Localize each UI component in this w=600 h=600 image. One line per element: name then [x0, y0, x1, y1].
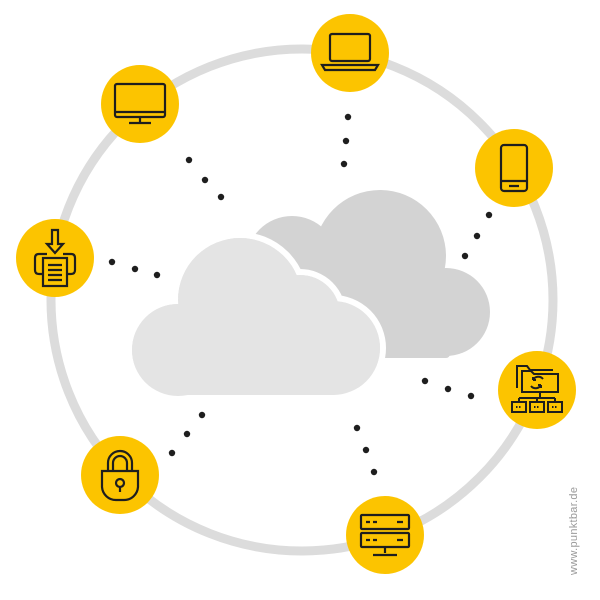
node-folder-sync[interactable] [498, 351, 576, 429]
connection-dot [444, 385, 452, 393]
connection-dot [183, 430, 191, 438]
connection-dot [153, 271, 161, 279]
node-server[interactable] [346, 496, 424, 574]
node-lock[interactable] [81, 436, 159, 514]
connection-dot [362, 446, 370, 454]
connection-dot [485, 211, 493, 219]
connection-dot [217, 193, 225, 201]
connection-dots [108, 113, 493, 476]
server-icon [359, 513, 411, 557]
node-laptop[interactable] [311, 14, 389, 92]
connection-dot [340, 160, 348, 168]
watermark-text: www.punktbar.de [568, 486, 580, 575]
folder-sync-network-icon [511, 365, 563, 413]
node-monitor[interactable] [101, 65, 179, 143]
node-fax-download[interactable] [16, 219, 94, 297]
connection-dot [131, 265, 139, 273]
connection-dot [344, 113, 352, 121]
connection-dot [461, 252, 469, 260]
connection-dot [201, 176, 209, 184]
node-smartphone[interactable] [475, 129, 553, 207]
monitor-icon [113, 82, 167, 125]
connection-ring [46, 44, 558, 556]
connection-dot [473, 232, 481, 240]
connection-dot [168, 449, 176, 457]
connection-dot [421, 377, 429, 385]
cloud-front [126, 232, 386, 402]
fax-download-icon [33, 228, 77, 288]
laptop-icon [320, 32, 380, 72]
connection-dot [185, 156, 193, 164]
connection-dot [370, 468, 378, 476]
connection-dot [342, 137, 350, 145]
connection-dot [198, 411, 206, 419]
connection-dot [467, 392, 475, 400]
lock-icon [100, 449, 140, 502]
smartphone-icon [499, 143, 529, 193]
connection-dot [353, 424, 361, 432]
connection-dot [108, 258, 116, 266]
